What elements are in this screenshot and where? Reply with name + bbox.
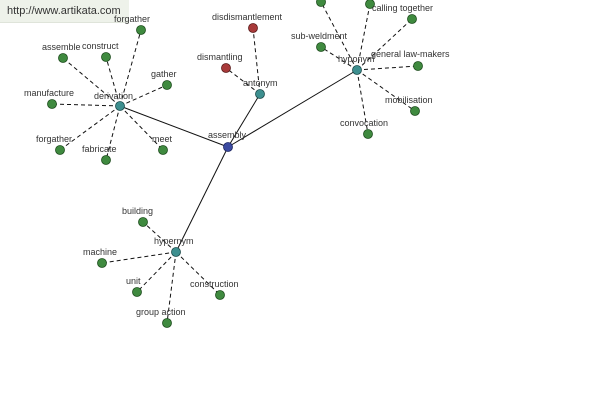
edge-hypernym-unit [136,251,177,293]
edge-derivation-forgather-top [119,29,142,107]
edge-hyponym-general-law-makers [356,65,419,71]
node-hyponym-top-left[interactable] [316,0,326,7]
label-assemble: assemble [42,42,81,52]
label-sub-weldment: sub-weldment [291,31,348,41]
node-dismantling[interactable] [221,63,231,73]
edge-hyponym-top-left [320,1,358,71]
edge-hypernym-machine [101,251,177,264]
node-fabricate[interactable] [101,155,111,165]
node-assemble[interactable] [58,53,68,63]
label-dismantling: dismantling [197,52,243,62]
node-forgather[interactable] [55,145,65,155]
label-unit: unit [126,276,141,286]
edge-hypernym-construction [175,251,221,296]
site-header: http://www.artikata.com [0,0,129,23]
node-construct[interactable] [101,52,111,62]
node-meet[interactable] [158,145,168,155]
edge-center-hyponym [227,69,358,148]
edge-hyponym-convocation [356,69,369,135]
node-calling-together[interactable] [407,14,417,24]
node-unit[interactable] [132,287,142,297]
node-construction[interactable] [215,290,225,300]
edge-derivation-forgather [59,105,121,151]
label-general-law-makers: general law-makers [371,49,450,59]
label-fabricate: fabricate [82,144,117,154]
node-gather[interactable] [162,80,172,90]
edge-derivation-meet [119,105,164,151]
edge-hyponym-calling-together [356,18,413,71]
node-building[interactable] [138,217,148,227]
edge-derivation-construct [105,56,121,107]
relation-nodes [115,65,362,257]
label-hyponym: hyponym [338,54,375,64]
node-disdismantlement[interactable] [248,23,258,33]
label-derivation: derivation [94,91,133,101]
node-forgather-top[interactable] [136,25,146,35]
edge-hyponym-sub-weldment [320,46,358,71]
label-center: assembly [208,130,247,140]
leaf-edges [51,1,419,324]
label-forgather-top: forgather [114,14,150,24]
edge-derivation-manufacture [51,103,121,107]
edge-center-derivation [119,105,229,148]
label-machine: machine [83,247,117,257]
label-meet: meet [152,134,173,144]
label-gather: gather [151,69,177,79]
label-calling-together: calling together [372,3,433,13]
label-convocation: convocation [340,118,388,128]
label-construct: construct [82,41,119,51]
node-manufacture[interactable] [47,99,57,109]
node-derivation[interactable] [115,101,125,111]
relation-edges [119,69,358,253]
edge-derivation-gather [119,84,168,107]
leaf-nodes [47,0,423,328]
node-general-law-makers[interactable] [413,61,423,71]
edge-hypernym-building [142,221,177,253]
node-labels: assembly derivation antonym hyponym hype… [24,3,450,317]
label-construction: construction [190,279,239,289]
edge-center-hypernym [175,146,229,253]
edge-derivation-assemble [62,57,121,107]
label-manufacture: manufacture [24,88,74,98]
node-center-assembly[interactable] [223,142,233,152]
node-hyponym[interactable] [352,65,362,75]
edge-hypernym-group-action [166,251,177,324]
label-antonym: antonym [243,78,278,88]
edge-antonym-dismantling [225,67,261,95]
edge-center-antonym [227,93,261,148]
edge-derivation-fabricate [105,105,121,161]
node-sub-weldment[interactable] [316,42,326,52]
label-group-action: group action [136,307,186,317]
edge-hyponym-top-right [356,3,371,71]
node-convocation[interactable] [363,129,373,139]
label-forgather: forgather [36,134,72,144]
node-hypernym[interactable] [171,247,181,257]
label-mobilisation: mobilisation [385,95,433,105]
label-hypernym: hypernym [154,236,194,246]
node-mobilisation[interactable] [410,106,420,116]
antonym-leaf-nodes [221,23,258,73]
node-hyponym-top-right[interactable] [365,0,375,9]
node-group-action[interactable] [162,318,172,328]
node-machine[interactable] [97,258,107,268]
site-url-link[interactable]: http://www.artikata.com [7,5,121,17]
edge-hyponym-mobilisation [356,69,416,112]
label-disdismantlement: disdismantlement [212,12,283,22]
node-antonym[interactable] [255,89,265,99]
label-building: building [122,206,153,216]
